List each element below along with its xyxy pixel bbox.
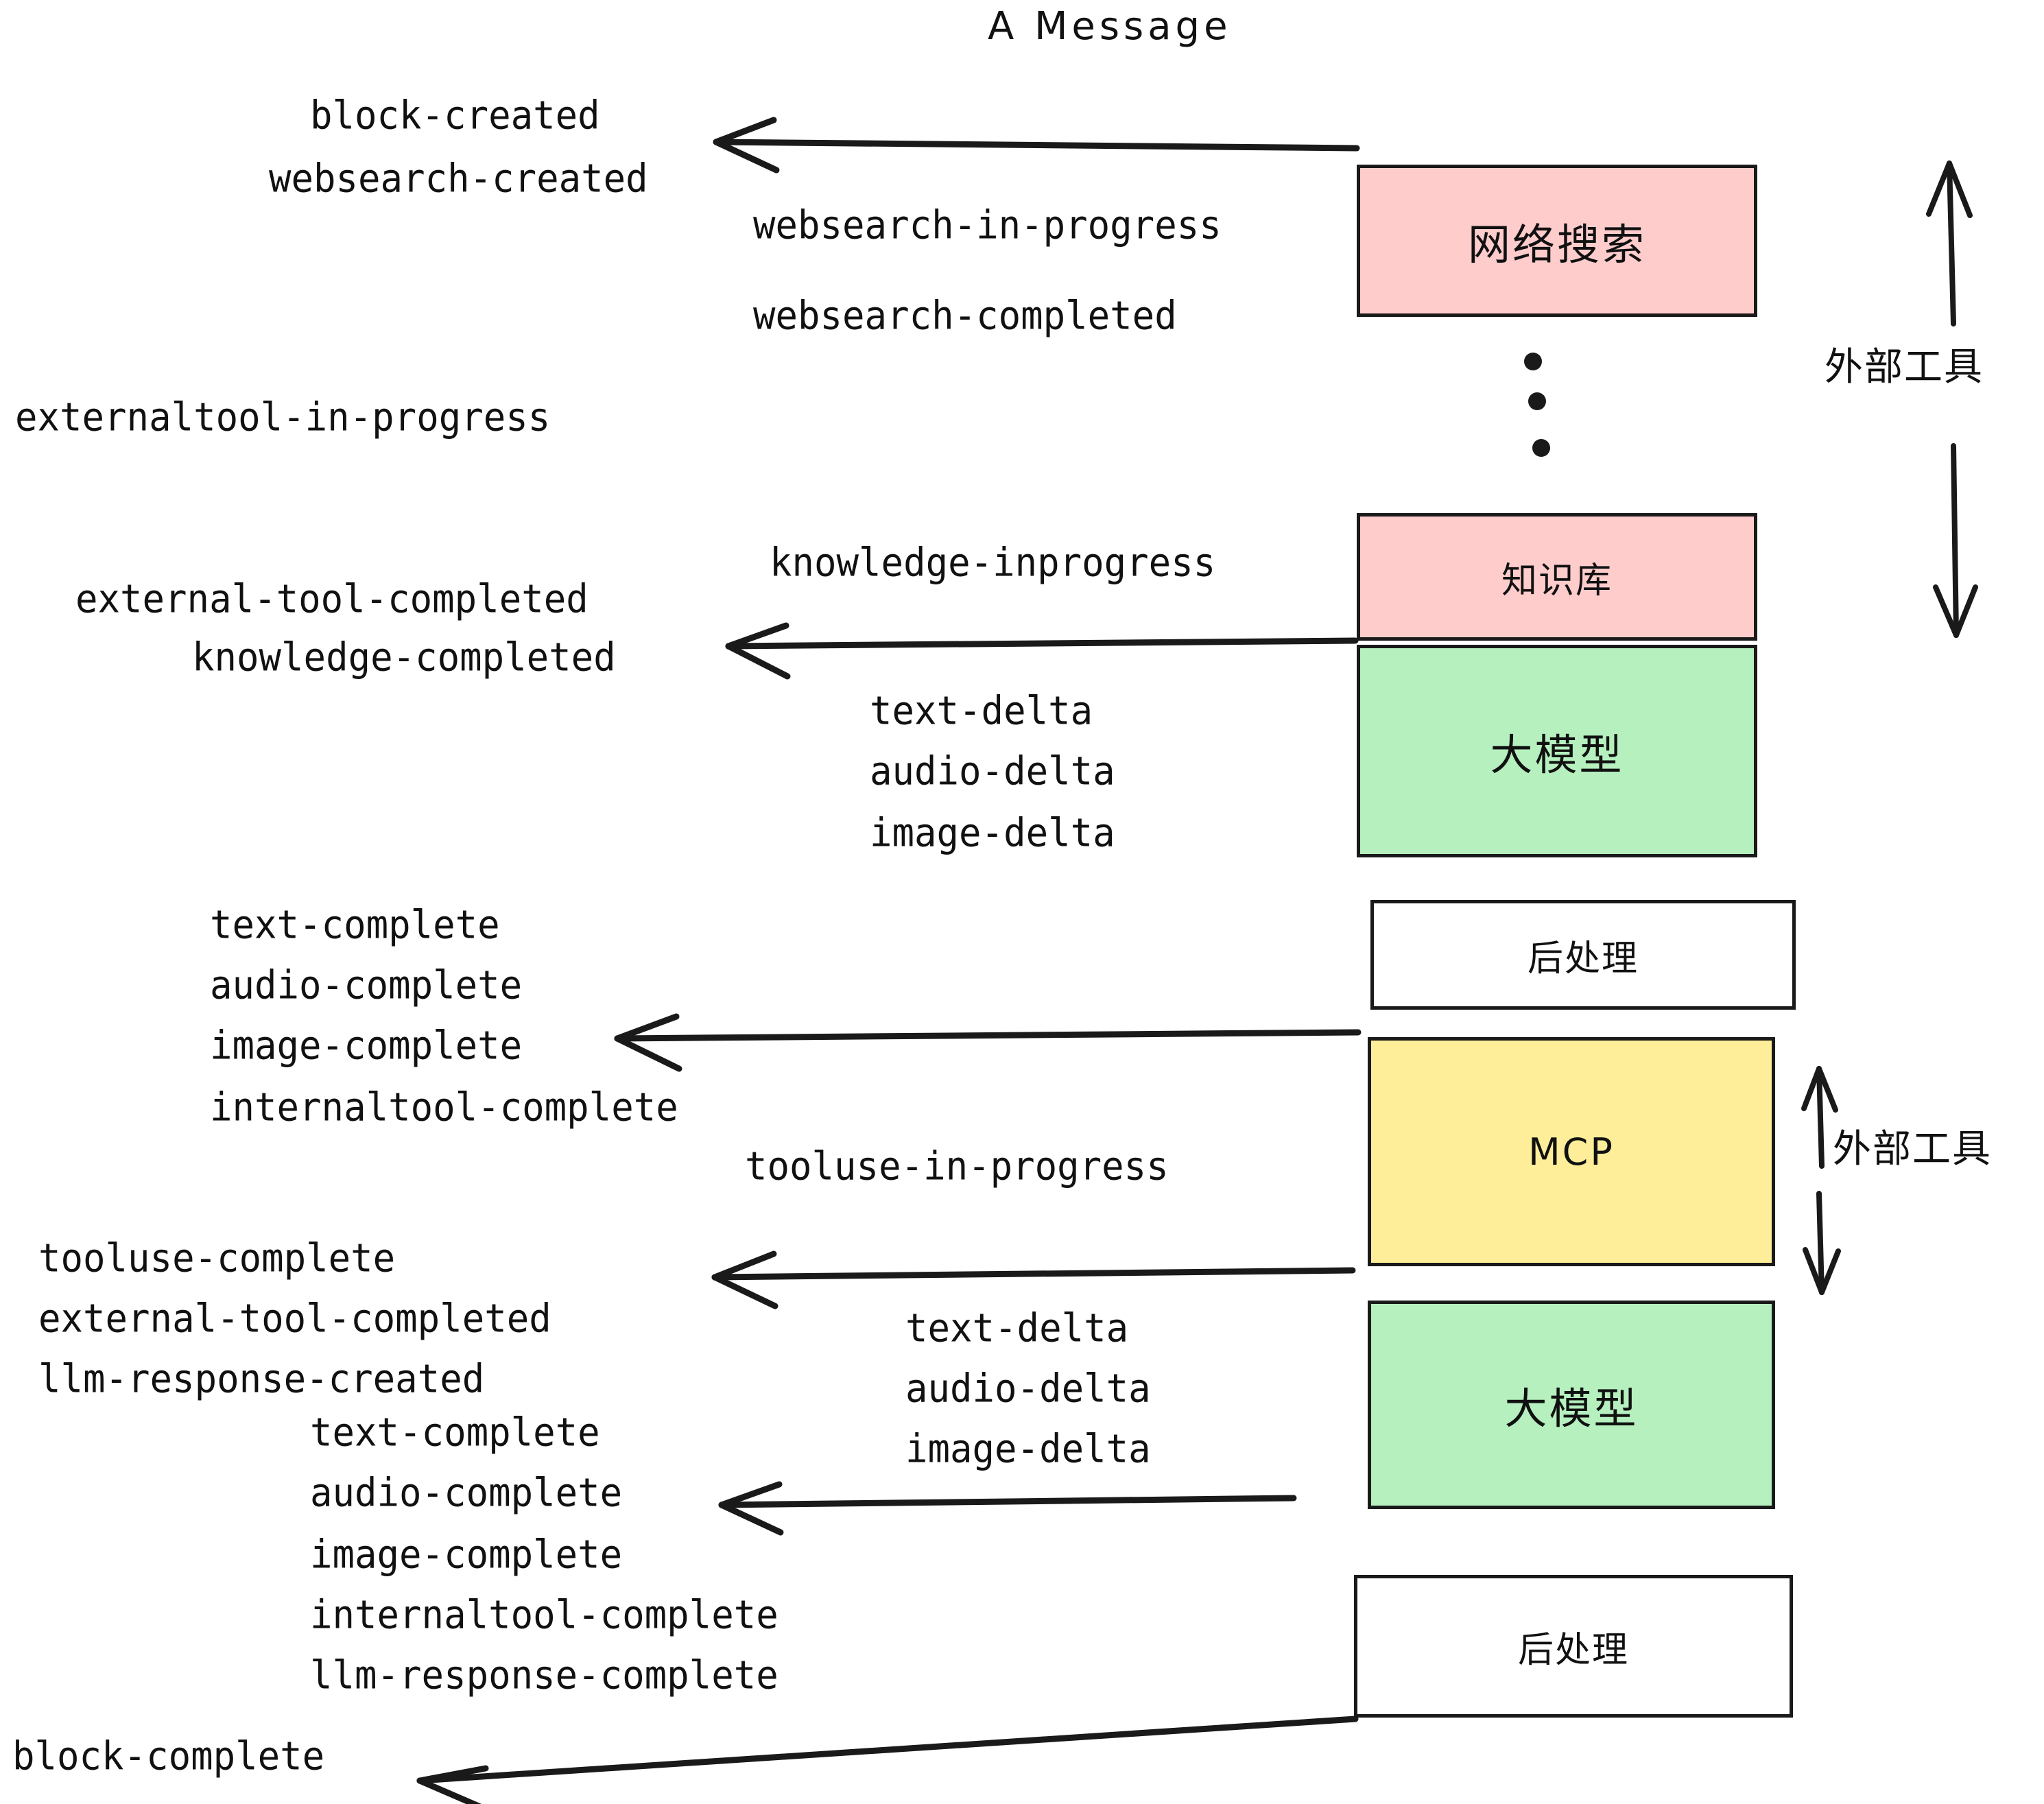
node-box-llm-2[interactable]: 大模型 (1368, 1301, 1775, 1509)
node-box-knowledge[interactable]: 知识库 (1357, 513, 1757, 641)
ellipsis-dot-2 (1528, 392, 1546, 410)
event-label-image-delta-1: image-delta (870, 809, 1115, 856)
node-box-llm-1[interactable]: 大模型 (1357, 645, 1757, 857)
event-label-websearch-in-progress: websearch-in-progress (753, 202, 1222, 248)
event-label-external-tool-completed-1: external-tool-completed (75, 575, 589, 622)
event-label-knowledge-completed: knowledge-completed (192, 634, 616, 680)
event-label-text-complete-2: text-complete (310, 1409, 600, 1456)
event-label-image-complete-1: image-complete (210, 1022, 523, 1069)
event-label-audio-delta-1: audio-delta (870, 748, 1115, 794)
event-label-knowledge-inprogress: knowledge-inprogress (770, 539, 1216, 586)
node-box-postprocess-1[interactable]: 后处理 (1370, 900, 1796, 1010)
node-box-llm-2-label: 大模型 (1504, 1384, 1639, 1434)
side-label-external-tool-1: 外部工具 (1825, 345, 1984, 390)
external-tool-bracket-2 (1801, 1066, 1841, 1295)
event-label-text-complete-1: text-complete (210, 901, 500, 948)
node-box-mcp-label: MCP (1528, 1130, 1615, 1174)
event-label-block-created: block-created (310, 92, 600, 139)
arrow-knowledge-to-events (725, 622, 1359, 680)
node-box-postprocess-2[interactable]: 后处理 (1354, 1575, 1793, 1718)
ellipsis-dot-3 (1532, 439, 1550, 457)
event-label-tooluse-in-progress: tooluse-in-progress (745, 1143, 1169, 1189)
node-box-websearch[interactable]: 网络搜索 (1357, 165, 1757, 317)
node-box-postprocess-1-label: 后处理 (1527, 938, 1639, 980)
node-box-postprocess-2-label: 后处理 (1517, 1629, 1629, 1671)
event-label-image-complete-2: image-complete (310, 1531, 623, 1578)
arrow-postprocess1-to-events (614, 1013, 1362, 1072)
ellipsis-dot-1 (1524, 353, 1542, 370)
event-label-text-delta-2: text-delta (905, 1305, 1129, 1351)
arrow-mcp-to-events (711, 1250, 1356, 1309)
event-label-audio-complete-1: audio-complete (210, 962, 523, 1008)
node-box-llm-1-label: 大模型 (1490, 730, 1624, 780)
external-tool-bracket-1 (1926, 161, 1978, 638)
event-label-external-tool-completed-2: external-tool-completed (38, 1295, 551, 1342)
event-label-audio-complete-2: audio-complete (310, 1469, 623, 1516)
node-box-mcp[interactable]: MCP (1368, 1037, 1775, 1266)
event-label-block-complete: block-complete (12, 1733, 325, 1779)
page-title: A Message (988, 4, 1232, 49)
event-label-websearch-completed: websearch-completed (753, 292, 1177, 339)
side-label-external-tool-2: 外部工具 (1833, 1127, 1992, 1172)
event-label-websearch-created: websearch-created (269, 155, 648, 202)
event-label-externaltool-in-progress: externaltool-in-progress (15, 394, 551, 440)
event-label-text-delta-1: text-delta (870, 687, 1093, 734)
arrow-llm2-to-events (718, 1481, 1297, 1536)
event-label-llm-response-created: llm-response-created (38, 1355, 485, 1402)
node-box-knowledge-label: 知识库 (1501, 560, 1613, 602)
event-label-llm-response-complete: llm-response-complete (310, 1652, 779, 1698)
event-label-image-delta-2: image-delta (905, 1425, 1151, 1472)
event-label-internaltool-complete-1: internaltool-complete (210, 1084, 678, 1130)
arrow-postprocess2-to-block-complete (416, 1716, 1359, 1804)
event-label-audio-delta-2: audio-delta (905, 1365, 1151, 1412)
node-box-websearch-label: 网络搜索 (1467, 219, 1646, 270)
event-label-internaltool-complete-2: internaltool-complete (310, 1591, 779, 1638)
event-label-tooluse-complete: tooluse-complete (38, 1235, 396, 1281)
arrow-websearch-to-events (713, 117, 1360, 174)
